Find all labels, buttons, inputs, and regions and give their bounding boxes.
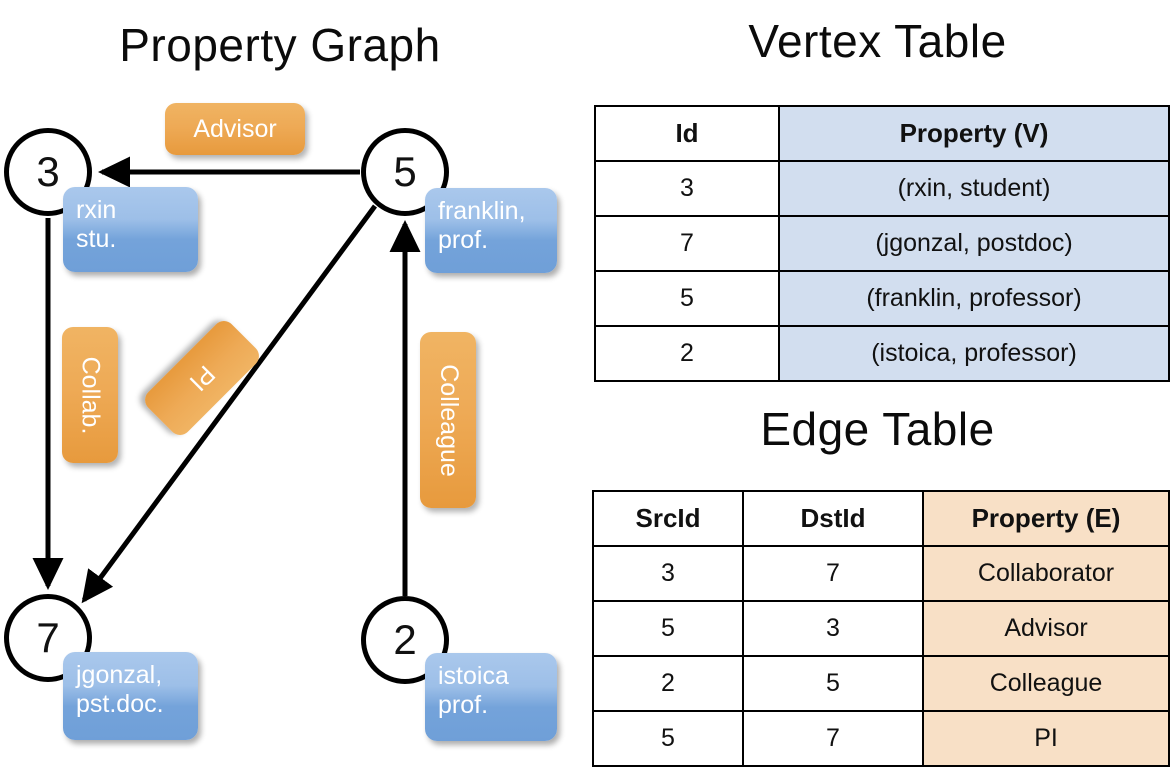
table-row[interactable]: 3 7 Collaborator xyxy=(592,545,1170,602)
table-row[interactable]: 5 (franklin, professor) xyxy=(594,270,1170,327)
graph-node-3-property: rxin stu. xyxy=(63,187,198,272)
graph-node-2[interactable]: 2 xyxy=(361,596,449,684)
vertex-row-2-id: 5 xyxy=(594,270,780,327)
graph-node-2-property-line1: istoica xyxy=(438,662,509,690)
graph-node-3-property-line2: stu. xyxy=(76,225,117,253)
edge-row-0-src: 3 xyxy=(592,545,744,602)
edge-row-0-property: Collaborator xyxy=(922,545,1170,602)
property-graph-title: Property Graph xyxy=(119,19,441,71)
table-row[interactable]: 5 3 Advisor xyxy=(592,600,1170,657)
graph-node-5-id: 5 xyxy=(393,148,417,195)
edge-row-2-dst: 5 xyxy=(742,655,924,712)
edge-row-3-dst: 7 xyxy=(742,710,924,767)
edge-5-to-7 xyxy=(81,204,378,604)
edge-label-collab-text: Collab. xyxy=(76,356,105,434)
graph-node-2-property-line2: prof. xyxy=(438,691,489,719)
graph-node-7-property-line1: jgonzal, xyxy=(76,661,163,689)
edge-label-advisor-text: Advisor xyxy=(193,114,277,143)
edge-label-collab: Collab. xyxy=(62,327,118,463)
vertex-table-title: Vertex Table xyxy=(748,15,1007,67)
graph-node-5-property-line2: prof. xyxy=(438,226,489,254)
edge-table-title: Edge Table xyxy=(760,403,995,455)
edge-label-pi-text: PI xyxy=(184,360,221,397)
edge-row-1-dst: 3 xyxy=(742,600,924,657)
graph-node-5-property: franklin, prof. xyxy=(425,188,557,273)
edge-row-3-src: 5 xyxy=(592,710,744,767)
graph-node-3-id: 3 xyxy=(36,148,60,195)
vertex-row-0-property: (rxin, student) xyxy=(778,160,1170,217)
graph-node-3-property-line1: rxin xyxy=(76,196,117,224)
edge-table-header-row: SrcId DstId Property (E) xyxy=(592,490,1170,547)
vertex-row-3-property: (istoica, professor) xyxy=(778,325,1170,382)
graph-node-5[interactable]: 5 xyxy=(361,128,449,216)
edge-table: SrcId DstId Property (E) 3 7 Collaborato… xyxy=(592,490,1170,767)
graph-node-2-id: 2 xyxy=(393,616,417,663)
graph-node-7-id: 7 xyxy=(36,614,60,661)
property-graph-panel: Property Graph Advisor Collab. PI Collea… xyxy=(0,0,585,760)
edge-row-3-property: PI xyxy=(922,710,1170,767)
edge-table-col-property: Property (E) xyxy=(922,490,1170,547)
table-row[interactable]: 5 7 PI xyxy=(592,710,1170,767)
edge-row-2-property: Colleague xyxy=(922,655,1170,712)
vertex-row-2-property: (franklin, professor) xyxy=(778,270,1170,327)
table-row[interactable]: 2 (istoica, professor) xyxy=(594,325,1170,382)
table-row[interactable]: 7 (jgonzal, postdoc) xyxy=(594,215,1170,272)
graph-node-7-property: jgonzal, pst.doc. xyxy=(63,652,198,740)
vertex-row-1-property: (jgonzal, postdoc) xyxy=(778,215,1170,272)
edge-row-1-src: 5 xyxy=(592,600,744,657)
edge-row-0-dst: 7 xyxy=(742,545,924,602)
vertex-table-col-id: Id xyxy=(594,105,780,162)
vertex-table-header-row: Id Property (V) xyxy=(594,105,1170,162)
vertex-row-3-id: 2 xyxy=(594,325,780,382)
vertex-row-1-id: 7 xyxy=(594,215,780,272)
vertex-table: Id Property (V) 3 (rxin, student) 7 (jgo… xyxy=(594,105,1170,382)
graph-node-5-property-line1: franklin, xyxy=(438,197,526,225)
edge-label-colleague: Colleague xyxy=(420,332,476,508)
edge-label-advisor: Advisor xyxy=(165,103,305,155)
vertex-row-0-id: 3 xyxy=(594,160,780,217)
graph-node-2-property: istoica prof. xyxy=(425,653,557,741)
table-row[interactable]: 2 5 Colleague xyxy=(592,655,1170,712)
graph-node-7-property-line2: pst.doc. xyxy=(76,690,164,718)
edge-row-2-src: 2 xyxy=(592,655,744,712)
vertex-table-col-property: Property (V) xyxy=(778,105,1170,162)
edge-table-col-srcid: SrcId xyxy=(592,490,744,547)
edge-table-col-dstid: DstId xyxy=(742,490,924,547)
graph-edges-svg xyxy=(32,156,421,604)
edge-label-colleague-text: Colleague xyxy=(434,363,463,477)
edge-row-1-property: Advisor xyxy=(922,600,1170,657)
table-row[interactable]: 3 (rxin, student) xyxy=(594,160,1170,217)
